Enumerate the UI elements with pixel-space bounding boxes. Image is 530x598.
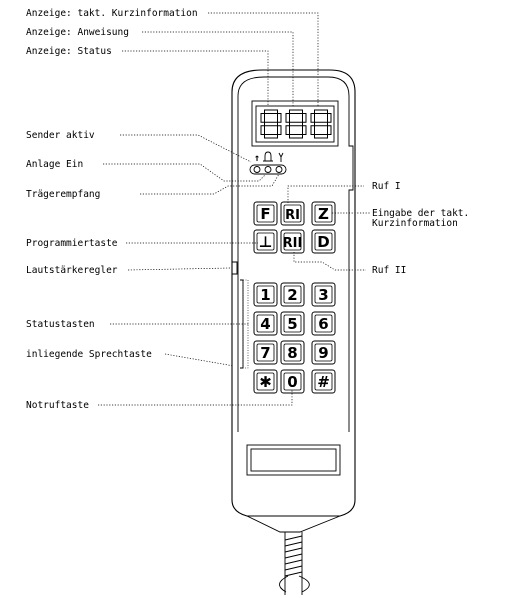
display-segment [327,113,332,123]
display-segment [264,121,278,127]
key-call-1[interactable]: RI [280,201,305,226]
antenna-icon [278,152,284,162]
bell-icon [263,151,273,162]
key-3[interactable]: 3 [311,282,336,307]
label-emergency-key: Notruftaste [26,400,89,411]
key-hash[interactable]: # [311,369,336,394]
key-label: Z [318,205,329,223]
key-label: 2 [287,286,297,304]
key-label: 3 [318,286,328,304]
key-label: 6 [318,315,328,333]
label-system-on: Anlage Ein [26,159,83,170]
display-digit [260,109,282,139]
display-segment [285,113,290,123]
coiled-cable [279,532,310,595]
display-segment [289,121,303,127]
display-digit [310,109,332,139]
key-label: RI [285,208,300,223]
key-label: ✱ [259,373,272,391]
key-1[interactable]: 1 [253,282,278,307]
key-5[interactable]: 5 [280,311,305,336]
display-segment [310,125,315,135]
key-label: 0 [287,373,297,391]
key-star[interactable]: ✱ [253,369,278,394]
label-display-short-info: Anzeige: takt. Kurzinformation [26,8,198,19]
talk-key-outline [242,279,249,369]
display-segment [310,113,315,123]
key-2[interactable]: 2 [280,282,305,307]
transmitter-arrow-icon: ↑ [254,153,260,164]
indicator-leds: ↑ [249,151,287,175]
display-segment [264,109,278,114]
key-label: 7 [260,344,270,362]
key-label: 8 [287,344,297,362]
display-segment [289,109,303,114]
display-segment [285,125,290,135]
key-6[interactable]: 6 [311,311,336,336]
label-carrier-reception: Trägerempfang [26,189,100,200]
display-segment [260,113,265,123]
key-programming[interactable]: ⊥ [253,229,278,254]
key-z[interactable]: Z [311,201,336,226]
labels: Anzeige: takt. Kurzinformation Anzeige: … [26,8,469,411]
key-8[interactable]: 8 [280,340,305,365]
display-digit [285,109,307,139]
label-talk-key: inliegende Sprechtaste [26,349,152,360]
key-d[interactable]: D [311,229,336,254]
display-segment [302,125,307,135]
label-short-info-entry-1: Eingabe der takt. [372,208,469,219]
display-segment [264,134,278,139]
key-label: 5 [287,315,297,333]
key-9[interactable]: 9 [311,340,336,365]
key-label: ⊥ [259,233,273,251]
key-4[interactable]: 4 [253,311,278,336]
label-programming-key: Programmiertaste [26,238,118,249]
key-label: F [260,205,270,223]
label-call-1: Ruf I [372,181,401,192]
label-display-instruction: Anzeige: Anweisung [26,27,129,38]
key-0[interactable]: 0 [280,369,305,394]
display-segment [314,121,328,127]
display-digits [260,109,332,139]
label-display-status: Anzeige: Status [26,46,112,57]
lower-window [246,444,341,476]
display-segment [277,113,282,123]
key-label: 9 [318,344,328,362]
label-call-2: Ruf II [372,265,406,276]
label-volume-control: Lautstärkeregler [26,265,118,276]
key-label: 1 [260,286,270,304]
display-segment [289,134,303,139]
key-f[interactable]: F [253,201,278,226]
display-segment [260,125,265,135]
handset-body [231,69,356,533]
key-label: D [317,233,329,251]
key-label: RII [283,236,303,251]
key-label: 4 [260,315,270,333]
display-segment [314,109,328,114]
leader-lines [98,12,370,406]
display-segment [327,125,332,135]
label-transmitter-active: Sender aktiv [26,130,95,141]
display-segment [314,134,328,139]
key-7[interactable]: 7 [253,340,278,365]
label-status-keys: Statustasten [26,319,95,330]
display-segment [302,113,307,123]
display-segment [277,125,282,135]
key-call-2[interactable]: RII [280,229,305,254]
label-short-info-entry-2: Kurzinformation [372,218,458,229]
key-label: # [317,373,330,391]
segment-display [251,100,339,147]
